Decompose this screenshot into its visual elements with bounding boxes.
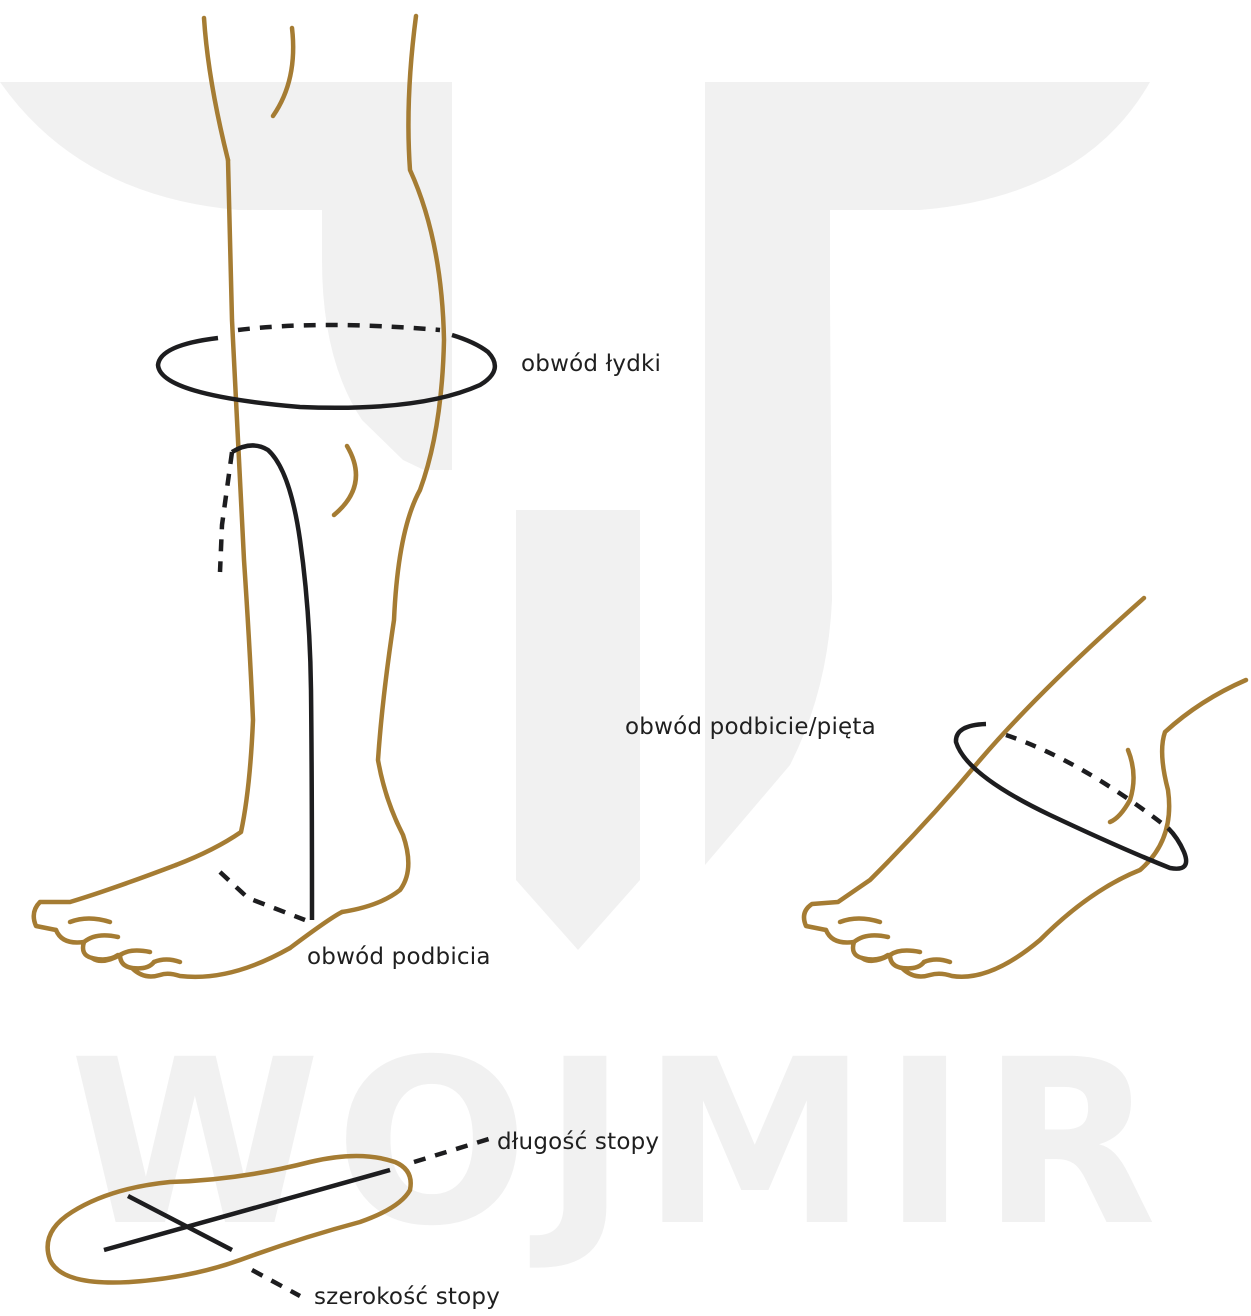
calf-circumference-label: obwód łydki	[521, 353, 661, 376]
foot-length-label: długość stopy	[497, 1131, 659, 1154]
instep-circumference-label: obwód podbicia	[307, 946, 491, 969]
instep-heel-circumference-label: obwód podbicie/pięta	[625, 716, 876, 739]
foot-width-label: szerokość stopy	[314, 1286, 500, 1309]
instep-measure-loop	[220, 445, 312, 920]
side-foot-outline	[804, 598, 1246, 977]
watermark-logo	[0, 82, 1150, 950]
